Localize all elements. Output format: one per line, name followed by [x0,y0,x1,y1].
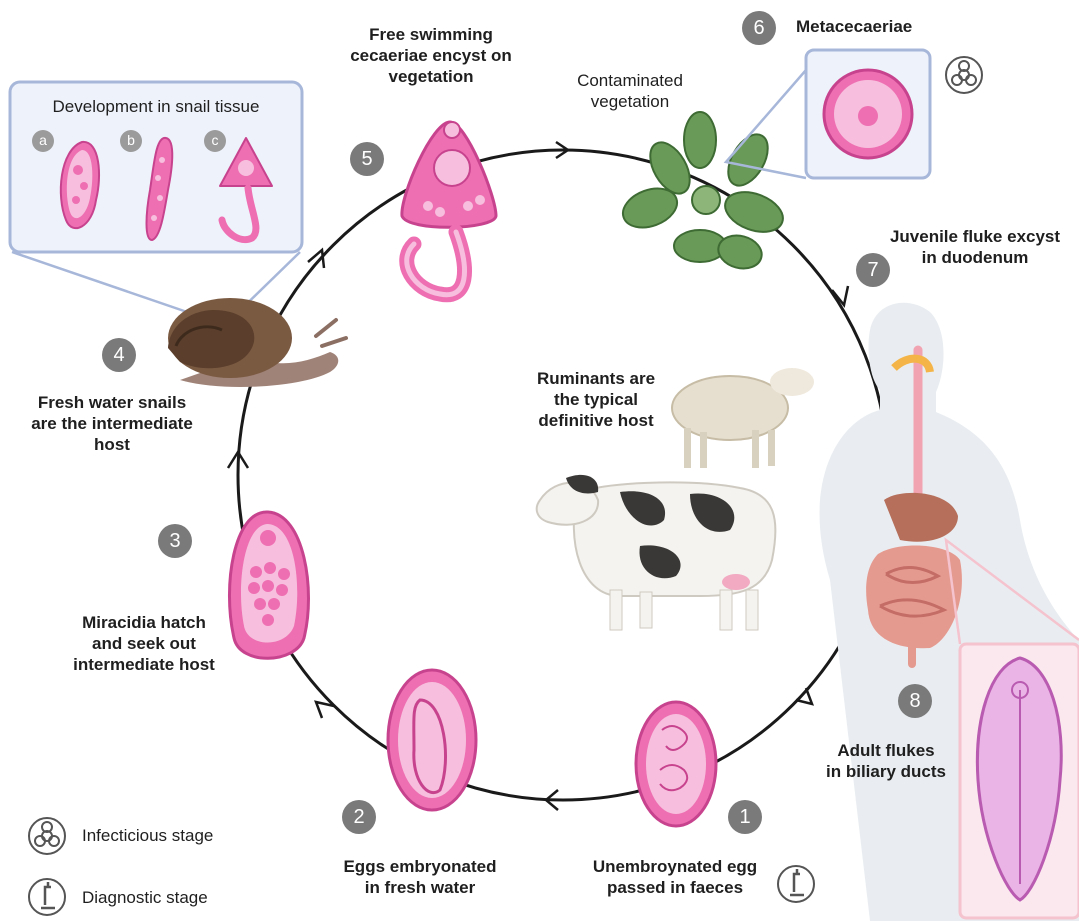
snail-inset-title: Development in snail tissue [18,96,294,117]
snail-drawing [168,298,346,387]
arrow-2-to-3 [316,702,334,718]
miracidium-drawing [229,512,308,658]
legend-biohazard-icon [29,818,65,854]
stage-number-5: 5 [350,142,384,176]
cycle-circle [238,150,888,800]
stage-number-4: 4 [102,338,136,372]
microscope-icon [778,866,814,902]
biohazard-icon [946,57,982,93]
stage-number-6: 6 [742,11,776,45]
stage-number-1: 1 [728,800,762,834]
stage-number-8: 8 [898,684,932,718]
stage-number-3: 3 [158,524,192,558]
legend-diagnostic-label: Diagnostic stage [82,888,208,908]
legend-microscope-icon [29,879,65,915]
sheep-drawing [672,368,814,468]
vegetation-drawing [618,112,789,273]
stage-number-2: 2 [342,800,376,834]
snail-inset-letter-b: b [120,130,142,152]
unembryonated-egg-drawing [636,702,716,826]
cercaria-drawing [402,122,496,295]
arrow-7-to-8 [796,688,812,704]
legend-infectious-label: Infecticious stage [82,826,213,846]
snail-inset [10,82,302,325]
snail-inset-letter-c: c [204,130,226,152]
snail-inset-letter-a: a [32,130,54,152]
cow-drawing [537,475,776,630]
stage-label-6: Metacecaeriae [796,16,936,37]
embryonated-egg-drawing [388,670,476,810]
